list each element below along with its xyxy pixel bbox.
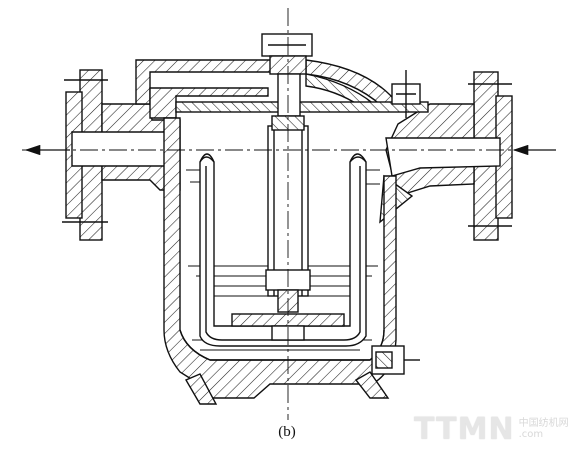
bottom-leg: [184, 371, 390, 405]
top-plug: [261, 33, 313, 117]
watermark-sub: 中国纺机网 .com: [519, 418, 569, 440]
figure-caption: (b): [278, 424, 296, 440]
drain-plug: [371, 345, 420, 375]
watermark-logo: TTMN 中国纺机网 .com: [414, 411, 569, 447]
cover-bolt: [391, 70, 421, 118]
cover-bonnet: [135, 59, 429, 119]
center-lines: [22, 8, 556, 420]
watermark-letters: TTMN: [414, 411, 515, 447]
watermark-domain: .com: [518, 429, 544, 440]
watermark-cn: 中国纺机网: [518, 418, 569, 429]
